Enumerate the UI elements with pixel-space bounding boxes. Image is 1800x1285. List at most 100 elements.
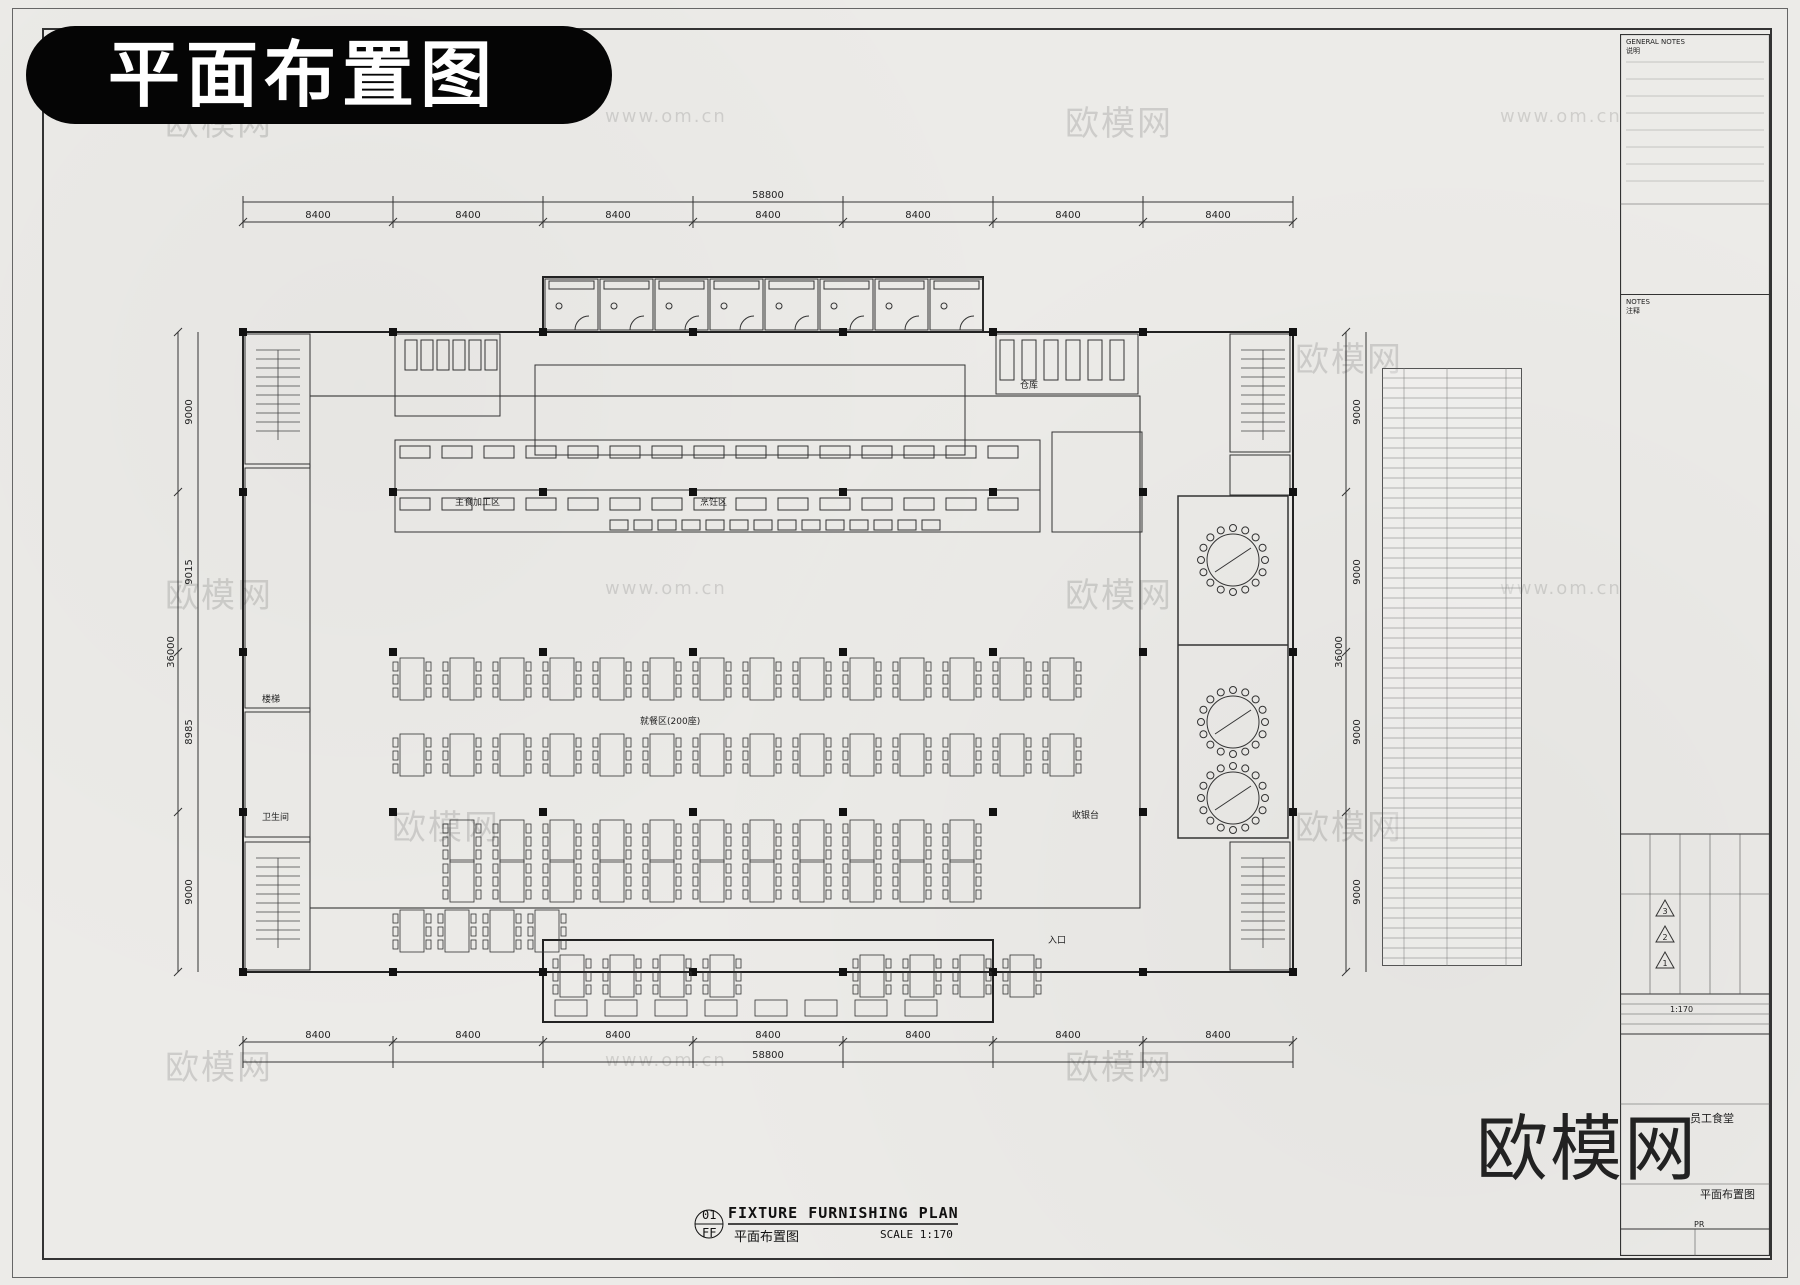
dining-chair	[1002, 971, 1009, 982]
fixture	[665, 302, 673, 310]
dining-table	[444, 909, 470, 953]
dining-chair	[575, 823, 582, 834]
booth-table	[754, 999, 788, 1017]
dining-chair	[775, 763, 782, 774]
kitchen-equipment	[777, 445, 809, 459]
dining-chair	[492, 687, 499, 698]
dining-chair	[635, 971, 642, 982]
caption-title: FIXTURE FURNISHING PLAN	[728, 1204, 959, 1222]
dining-chair	[925, 750, 932, 761]
label-dining-hall: 就餐区(200座)	[640, 715, 700, 727]
dining-chair	[1042, 661, 1049, 672]
dining-chair	[975, 876, 982, 887]
dining-chair	[875, 661, 882, 672]
dining-chair	[542, 750, 549, 761]
dining-chair	[975, 863, 982, 874]
dining-table	[549, 819, 575, 863]
watermark-url: www.om.cn	[605, 106, 727, 127]
dining-chair	[742, 750, 749, 761]
dining-chair	[702, 958, 709, 969]
banquet-chair	[1216, 526, 1225, 535]
kitchen-equipment	[609, 445, 641, 459]
dining-chair	[825, 849, 832, 860]
dining-chair	[475, 849, 482, 860]
dining-table	[599, 657, 625, 701]
kitchen-equipment	[903, 445, 935, 459]
label-storage: 仓库	[1020, 379, 1038, 391]
dining-table	[399, 733, 425, 777]
caption-scale: SCALE 1:170	[880, 1228, 953, 1241]
dining-chair	[775, 674, 782, 685]
dining-chair	[475, 687, 482, 698]
dining-chair	[602, 971, 609, 982]
dining-chair	[525, 876, 532, 887]
dining-chair	[635, 958, 642, 969]
banquet-chair	[1241, 585, 1250, 594]
dining-table	[749, 733, 775, 777]
dining-chair	[875, 889, 882, 900]
structural-column	[1289, 808, 1297, 816]
caption-underline	[728, 1223, 958, 1225]
dining-chair	[492, 763, 499, 774]
dim-left-row: 9000	[184, 879, 195, 904]
dining-table	[534, 909, 560, 953]
door-swing	[794, 315, 810, 331]
dining-chair	[592, 674, 599, 685]
structural-column	[839, 328, 847, 336]
dining-chair	[642, 737, 649, 748]
dining-chair	[525, 863, 532, 874]
dining-chair	[942, 823, 949, 834]
dining-chair	[625, 836, 632, 847]
watermark: 欧模网	[1065, 576, 1173, 616]
dining-table	[489, 909, 515, 953]
dining-chair	[585, 958, 592, 969]
dining-chair	[942, 674, 949, 685]
dining-chair	[625, 661, 632, 672]
structural-column	[389, 488, 397, 496]
kitchen-burner	[633, 519, 653, 531]
dining-chair	[925, 889, 932, 900]
dining-chair	[475, 863, 482, 874]
dining-chair	[992, 737, 999, 748]
dining-chair	[542, 849, 549, 860]
dining-chair	[975, 661, 982, 672]
dining-chair	[625, 674, 632, 685]
dining-chair	[442, 750, 449, 761]
dining-chair	[742, 674, 749, 685]
dining-chair	[892, 737, 899, 748]
structural-column	[989, 488, 997, 496]
structural-column	[239, 648, 247, 656]
label-kitchen-cook: 烹饪区	[700, 496, 727, 508]
banquet-table	[1206, 771, 1260, 825]
banquet-chair	[1261, 718, 1269, 726]
structural-column	[839, 488, 847, 496]
dining-chair	[542, 737, 549, 748]
notes-head: NOTES	[1626, 298, 1650, 306]
dining-chair	[575, 849, 582, 860]
dining-table	[859, 954, 885, 998]
dining-table	[909, 954, 935, 998]
dining-chair	[975, 836, 982, 847]
banquet-chair	[1206, 816, 1215, 825]
watermark-url: www.om.cn	[1500, 578, 1622, 599]
dining-chair	[685, 958, 692, 969]
banquet-table	[1206, 533, 1260, 587]
banquet-chair	[1258, 781, 1267, 790]
dining-chair	[675, 737, 682, 748]
dining-table	[849, 657, 875, 701]
structural-column	[389, 328, 397, 336]
dim-bay-bottom: 8400	[455, 1030, 480, 1041]
dining-chair	[842, 687, 849, 698]
storage-rack	[1065, 339, 1081, 381]
dining-chair	[792, 750, 799, 761]
dining-chair	[575, 763, 582, 774]
dining-table	[449, 819, 475, 863]
dining-chair	[775, 863, 782, 874]
dining-chair	[475, 836, 482, 847]
dining-chair	[825, 737, 832, 748]
dining-chair	[925, 836, 932, 847]
dining-table	[649, 819, 675, 863]
banquet-chair	[1229, 826, 1237, 834]
dining-chair	[742, 661, 749, 672]
storage-rack	[1021, 339, 1037, 381]
